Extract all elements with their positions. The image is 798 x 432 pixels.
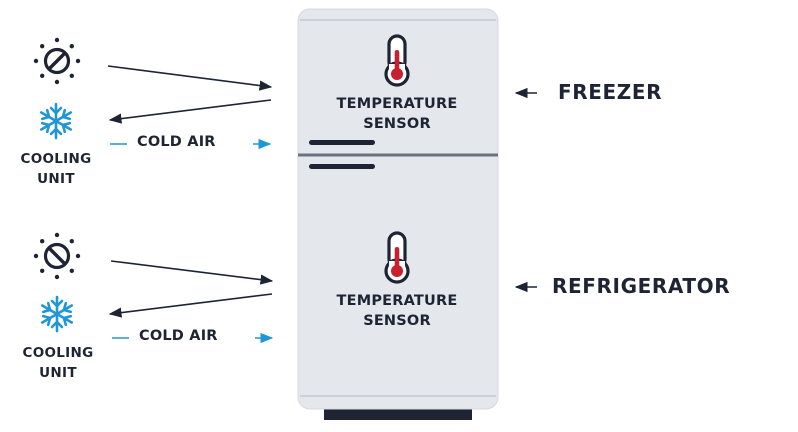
fridge-body: [297, 8, 499, 410]
cooling-unit-label-line: UNIT: [37, 171, 75, 187]
cooling-unit-label-line: COOLING: [22, 345, 94, 361]
sensor-to-cooling-arrow: [108, 293, 273, 318]
fridge-base: [324, 407, 472, 420]
sensor-to-cooling-arrow: [108, 99, 272, 124]
freezer-label: FREEZER: [558, 80, 663, 104]
sensor-label-line: TEMPERATURE: [336, 96, 458, 112]
refrigerator-sensor-label: TEMPERATURE SENSOR: [317, 291, 477, 331]
snowflake-icon: [39, 102, 73, 140]
freezer-cold-air-label: COLD AIR: [137, 134, 216, 150]
freezer-cooling-unit-label: COOLING UNIT: [11, 149, 101, 189]
thermometer-icon: [384, 231, 410, 284]
refrigerator-cold-air-label: COLD AIR: [139, 328, 218, 344]
freezer-sensor-label: TEMPERATURE SENSOR: [317, 94, 477, 134]
thermostat-dial-icon: [33, 37, 81, 85]
cooling-unit-label-line: UNIT: [39, 365, 77, 381]
thermostat-to-sensor-arrow: [110, 260, 274, 285]
thermometer-icon: [384, 34, 410, 87]
thermostat-to-sensor-arrow: [107, 65, 273, 91]
cooling-unit-label-line: COOLING: [20, 151, 92, 167]
sensor-label-line: SENSOR: [363, 116, 431, 132]
thermostat-dial-icon: [33, 232, 81, 280]
fridge-handle: [309, 164, 375, 169]
sensor-label-line: SENSOR: [363, 313, 431, 329]
refrigerator-cooling-unit-label: COOLING UNIT: [13, 343, 103, 383]
freezer-handle: [309, 140, 375, 145]
snowflake-icon: [40, 295, 74, 333]
sensor-label-line: TEMPERATURE: [336, 293, 458, 309]
refrigerator-label: REFRIGERATOR: [552, 274, 731, 298]
